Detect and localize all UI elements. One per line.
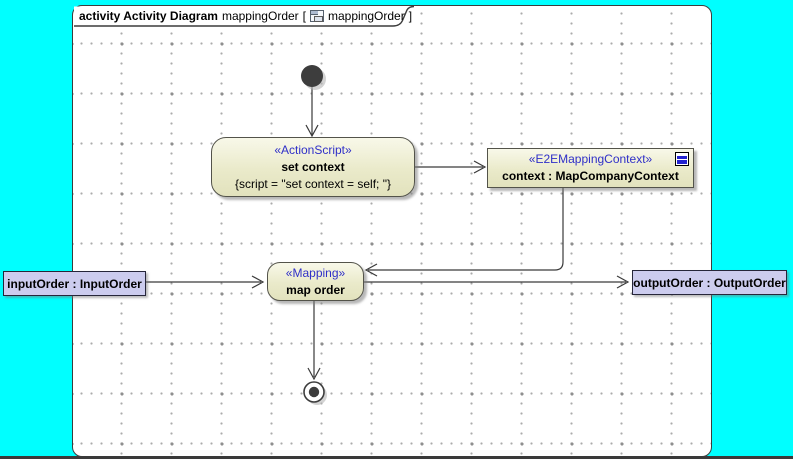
canvas-bottom-border (0, 456, 793, 459)
activity-diagram-icon (310, 10, 325, 22)
edge-set-context-to-context-object[interactable] (415, 160, 487, 174)
edge-map-order-to-final[interactable] (307, 301, 321, 381)
mapping-node-map-order[interactable]: «Mapping» map order (267, 262, 364, 301)
frame-bracket-open: [ (302, 9, 307, 23)
frame-title[interactable]: activity Activity Diagram mappingOrder [… (79, 8, 412, 24)
activity-frame[interactable] (72, 5, 712, 457)
edge-initial-to-set-context[interactable] (305, 87, 319, 138)
frame-bracket-close: ] (408, 9, 413, 23)
frame-title-tab[interactable] (74, 5, 415, 27)
output-pin-label: outputOrder : OutputOrder (633, 275, 786, 290)
frame-title-keyword: activity Activity Diagram (79, 9, 218, 23)
context-stereotype-label: «E2EMappingContext» (528, 152, 653, 166)
frame-diagram-ref: mappingOrder (328, 9, 405, 23)
action-stereotype-label: «ActionScript» (274, 143, 352, 157)
initial-node[interactable] (301, 65, 326, 90)
action-name-label: set context (281, 160, 345, 174)
window-bottom-strip (0, 459, 793, 464)
edge-context-object-to-map-order[interactable] (364, 188, 564, 277)
context-object-node[interactable]: «E2EMappingContext» context : MapCompany… (487, 148, 694, 188)
edge-map-order-to-output-pin[interactable] (363, 275, 630, 289)
edge-input-pin-to-map-order[interactable] (146, 275, 265, 289)
frame-diagram-name: mappingOrder (221, 9, 299, 23)
mapping-name-label: map order (286, 283, 345, 297)
action-node-set-context[interactable]: «ActionScript» set context {script = "se… (211, 137, 415, 197)
action-script-constraint: {script = "set context = self; "} (235, 177, 391, 191)
object-list-icon (675, 152, 689, 166)
mapping-stereotype-label: «Mapping» (285, 266, 346, 280)
input-pin[interactable]: inputOrder : InputOrder (3, 271, 146, 296)
activity-final-node[interactable] (303, 381, 327, 405)
input-pin-label: inputOrder : InputOrder (7, 276, 142, 291)
context-name-label: context : MapCompanyContext (502, 169, 679, 183)
output-pin[interactable]: outputOrder : OutputOrder (632, 270, 787, 295)
